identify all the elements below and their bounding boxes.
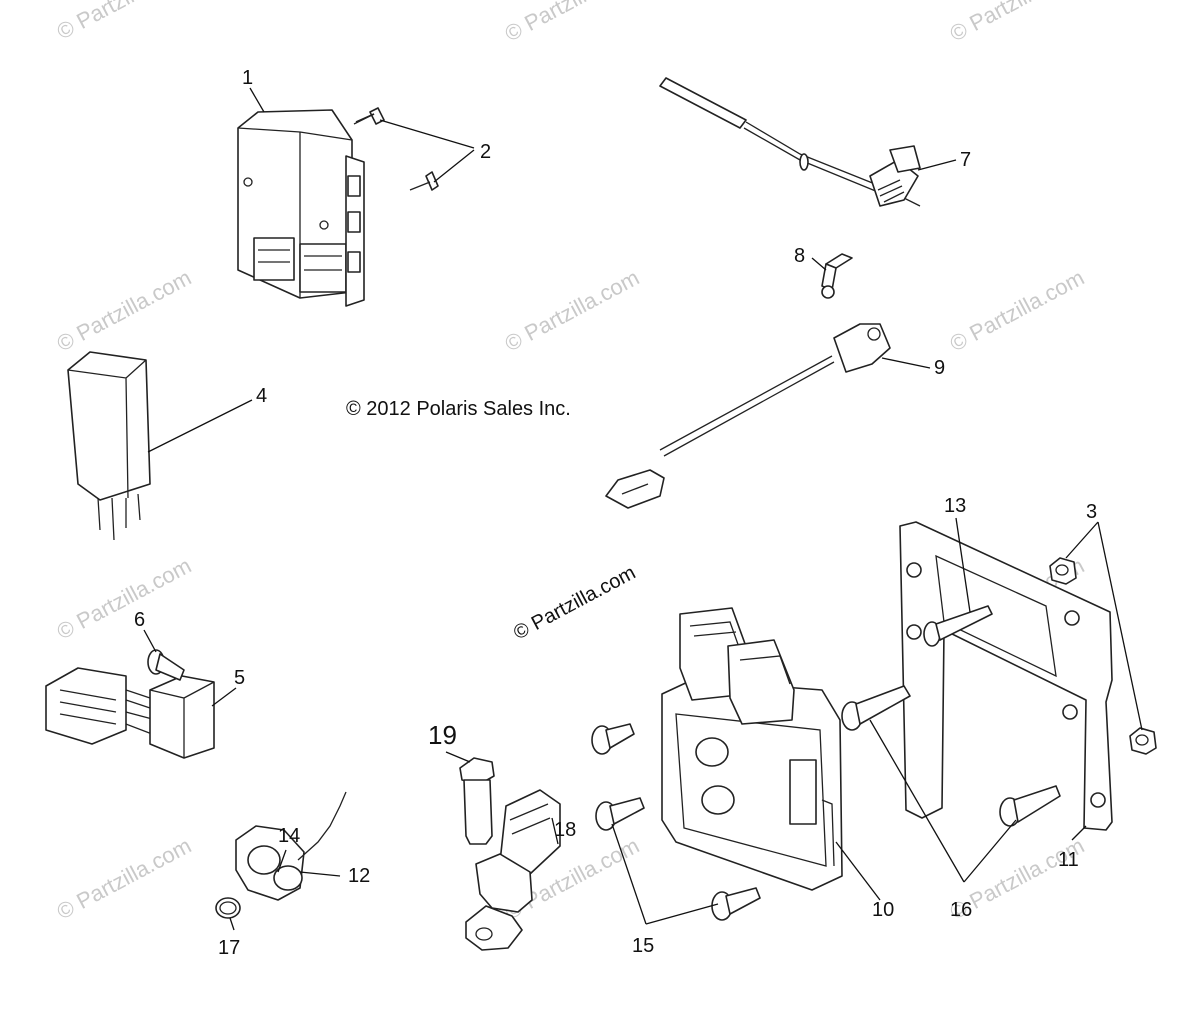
callout-2: 2 [480,141,491,163]
callout-13: 13 [944,495,966,517]
part-13-stud [923,605,993,647]
copyright-notice: © 2012 Polaris Sales Inc. [346,398,571,420]
callout-9: 9 [934,357,945,379]
part-12-sensor [235,791,347,901]
callout-6: 6 [134,609,145,631]
partzilla-notice: © Partzilla.com [510,562,639,645]
callout-14: 14 [278,825,300,847]
part-3-nuts [1049,557,1157,755]
watermark: © Partzilla.com [53,553,196,645]
watermark: © Partzilla.com [501,0,644,46]
callout-17: 17 [218,937,240,959]
callout-5: 5 [234,667,245,689]
watermark: © Partzilla.com [53,0,196,44]
callout-15: 15 [632,935,654,957]
part-2-screws [353,107,439,191]
watermark: © Partzilla.com [53,265,196,357]
callout-labels: 1 2 3 4 5 6 7 8 9 10 11 12 13 14 15 16 1… [134,67,1097,959]
callout-10: 10 [872,899,894,921]
part-9-sensor [605,323,891,509]
callout-19: 19 [428,720,457,750]
leader-lines [143,87,1143,931]
watermark: © Partzilla.com [946,0,1089,46]
part-10-ecu [661,607,843,891]
callout-18: 18 [554,819,576,841]
part-4-relay [67,351,151,541]
part-8-screw [821,253,853,299]
callout-1: 1 [242,67,253,89]
part-15-screws [591,723,761,921]
part-19-bolt [459,757,495,845]
callout-11: 11 [1058,849,1079,871]
watermark: © Partzilla.com [501,265,644,357]
part-1-regulator [237,109,365,307]
callout-7: 7 [960,149,971,171]
part-18-sensor [465,789,561,951]
callout-16: 16 [950,899,972,921]
watermark: © Partzilla.com [53,833,196,925]
part-17-o-ring [215,897,241,919]
callout-3: 3 [1086,501,1097,523]
part-16-screws [841,685,1061,827]
part-6-push-pin [147,649,185,681]
callout-8: 8 [794,245,805,267]
part-11-bracket [899,521,1113,831]
callout-4: 4 [256,385,267,407]
part-7-sensor [659,77,921,207]
part-5-connector [45,667,215,759]
watermark: © Partzilla.com [946,265,1089,357]
callout-12: 12 [348,865,370,887]
